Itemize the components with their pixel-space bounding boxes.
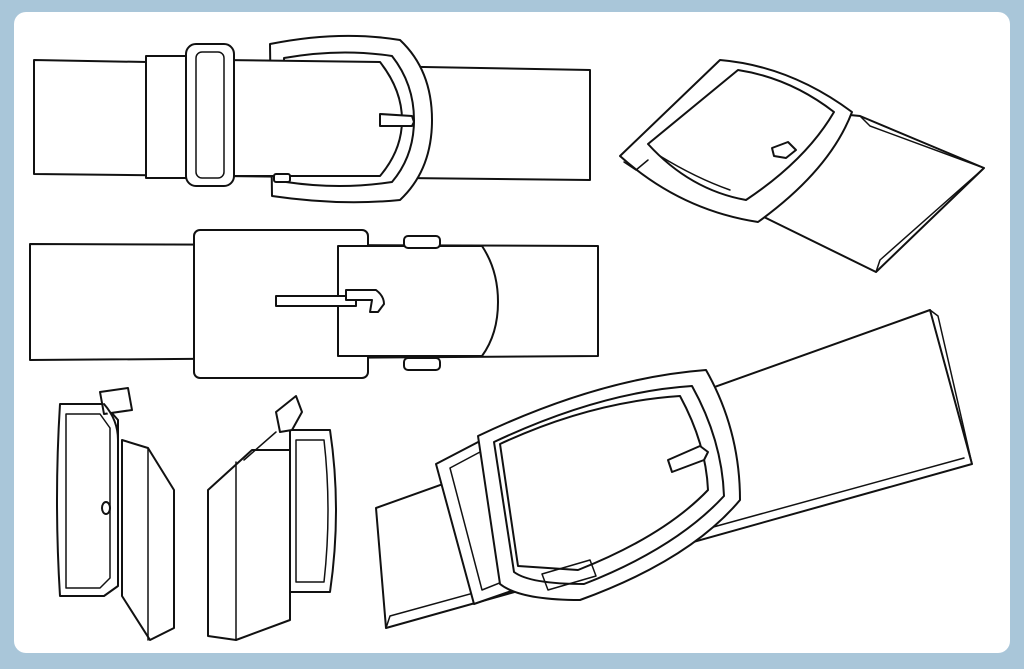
belt-keeper-inner: [195, 51, 225, 179]
drawing-sheet: [14, 12, 1010, 653]
clip-connector: [243, 431, 277, 461]
belt-buckle-side-view-left: [56, 387, 175, 641]
hinge-knob-bottom: [403, 357, 441, 371]
loop-curve: [103, 403, 119, 441]
buckle-body-inner: [295, 439, 329, 583]
hinge-detail: [273, 173, 291, 183]
buckle-body: [56, 403, 119, 597]
strap-edge: [859, 115, 985, 169]
belt-buckle-back-view: [29, 229, 599, 379]
belt-strap: [207, 449, 291, 641]
strap-edge: [929, 309, 973, 465]
buckle-prong: [667, 445, 709, 473]
buckle-top-clip: [99, 387, 133, 415]
buckle-body-inner: [65, 413, 111, 589]
buckle-body: [289, 429, 337, 593]
strap-thickness: [385, 457, 965, 629]
buckle-top-clip: [275, 395, 303, 433]
belt-buckle-line-drawings: [29, 34, 985, 641]
buckle-prong: [275, 295, 357, 307]
strap-end: [221, 59, 403, 177]
buckle-prong: [771, 141, 797, 159]
hinge-knob-top: [403, 235, 441, 249]
buckle-underside: [659, 155, 731, 191]
hinge-detail: [623, 159, 649, 171]
belt-buckle-side-view-right: [207, 395, 337, 641]
belt-buckle-front-view: [33, 34, 591, 204]
buckle-face: [647, 69, 835, 201]
belt-buckle-perspective-large: [375, 309, 973, 629]
belt-buckle-perspective-small: [619, 59, 985, 273]
buckle-prong: [379, 113, 415, 127]
hinge-detail: [541, 559, 597, 591]
belt-keeper-loop: [185, 43, 235, 187]
strap-thickness: [875, 167, 985, 273]
strap-overlap: [337, 245, 499, 357]
prong-hook: [345, 289, 385, 313]
buckle-pin: [101, 501, 111, 515]
